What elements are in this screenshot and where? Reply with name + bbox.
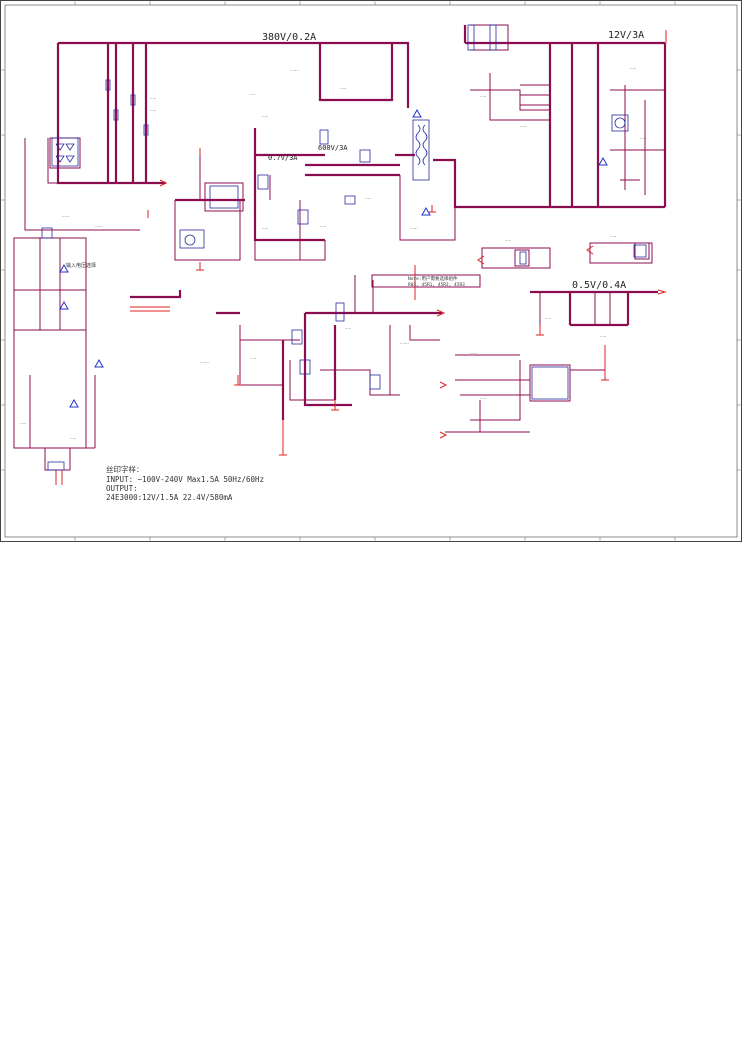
- svg-text:·····: ·····: [480, 396, 486, 401]
- svg-text:·····: ·····: [262, 114, 268, 119]
- svg-text:·····: ·····: [610, 234, 616, 239]
- frame-ticks: [0, 0, 742, 542]
- signal-wires: [13, 24, 665, 471]
- warning-triangles: [59, 108, 608, 408]
- silkscreen-heading: 丝印字样：: [106, 464, 144, 474]
- svg-text:·····: ·····: [262, 226, 268, 231]
- rail-label-600v: 600V/3A: [318, 144, 348, 152]
- silkscreen-output: OUTPUT:: [106, 484, 138, 493]
- main-bus-wires: [56, 25, 667, 420]
- svg-text:······: ······: [95, 224, 103, 229]
- svg-text:·····: ·····: [340, 86, 346, 91]
- mode-select-label: 输入电压选择: [66, 262, 96, 269]
- svg-text:·····: ·····: [545, 316, 551, 321]
- rail-label-0-5v: 0.5V/0.4A: [572, 280, 626, 291]
- svg-text:·······: ·······: [290, 68, 299, 73]
- mode-note-label: Note:用户需要选择组件: [408, 275, 458, 282]
- rail-label-12v: 12V/3A: [608, 30, 644, 41]
- svg-text:······: ······: [62, 214, 70, 219]
- svg-text:·····: ·····: [150, 96, 156, 101]
- svg-text:·····: ·····: [320, 224, 326, 229]
- mode-parts-label: R03, 45R1, 45R2, 45R3: [408, 282, 465, 288]
- svg-text:·····: ·····: [600, 334, 606, 339]
- svg-text:······: ······: [470, 351, 478, 356]
- rail-label-0-7v: 0.7V/3A: [268, 154, 298, 162]
- component-annotations: ·········· ············ ········· ······…: [20, 66, 646, 441]
- svg-text:·····: ·····: [480, 94, 486, 99]
- svg-text:·····: ·····: [250, 356, 256, 361]
- svg-text:·····: ·····: [150, 108, 156, 113]
- sheet-border-outer: [0, 0, 742, 542]
- svg-text:·····: ·····: [365, 196, 371, 201]
- svg-text:····: ····: [250, 92, 255, 97]
- silkscreen-model: 24E3000:12V/1.5A 22.4V/580mA: [106, 493, 233, 502]
- svg-text:·····: ·····: [20, 421, 26, 426]
- svg-text:······: ······: [410, 226, 418, 231]
- svg-text:·····: ·····: [505, 238, 511, 243]
- svg-text:·······: ·······: [200, 360, 209, 365]
- sheet-border-inner: [4, 4, 738, 538]
- ground-symbols: [55, 30, 667, 485]
- svg-text:·····: ·····: [640, 136, 646, 141]
- components: [41, 24, 647, 471]
- silkscreen-input: INPUT: ~100V-240V Max1.5A 50Hz/60Hz: [106, 475, 264, 484]
- svg-text:·····: ·····: [630, 66, 636, 71]
- rail-label-380v: 380V/0.2A: [262, 32, 316, 43]
- svg-text:·····: ·····: [345, 326, 351, 331]
- svg-text:·····: ·····: [70, 436, 76, 441]
- svg-text:·······: ·······: [400, 341, 409, 346]
- svg-text:·····: ·····: [520, 124, 526, 129]
